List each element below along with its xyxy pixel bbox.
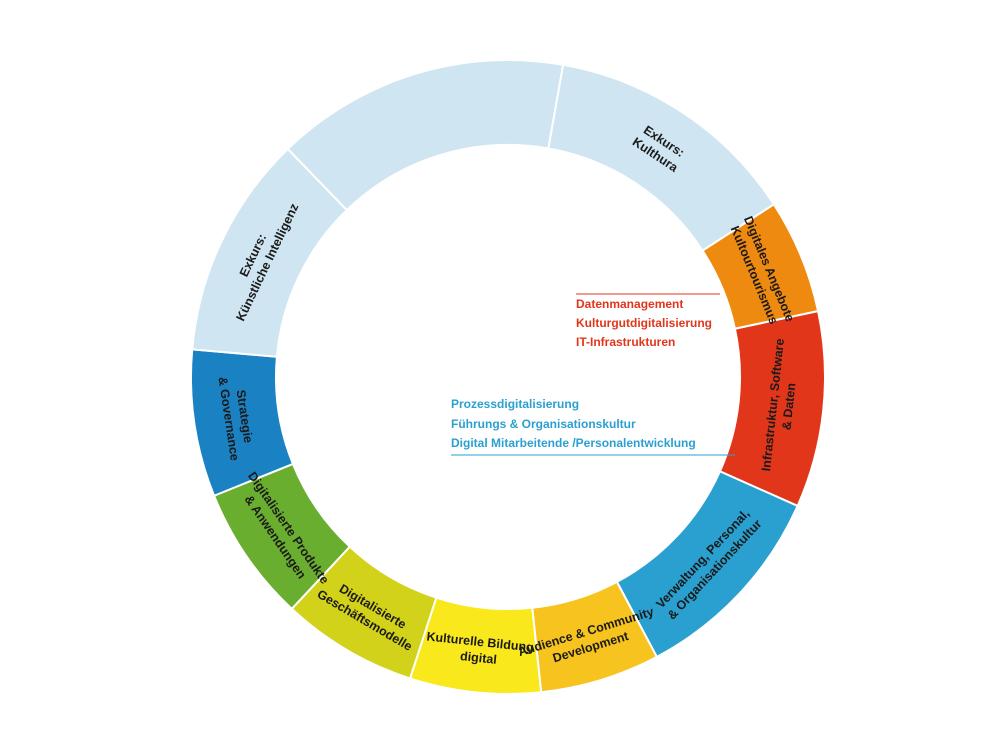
red-note-datenmanagement: Datenmanagement [576,297,683,311]
ring-label-line: & Daten [780,382,799,430]
blue-note-fuehrungskultur: Führungs & Organisationskultur [451,417,636,431]
blue-note-mitarbeitende: Digital Mitarbeitende /Personalentwicklu… [451,436,696,450]
ring-segment-kulthura-b [286,59,565,212]
blue-note-prozessdigitalisierung: Prozessdigitalisierung [451,397,579,411]
red-note-it-infrastrukturen: IT-Infrastrukturen [576,335,675,349]
ring-label-line: digital [459,649,497,667]
ring-segments [190,59,826,695]
red-note-kulturgutdigitalisierung: Kulturgutdigitalisierung [576,316,712,330]
